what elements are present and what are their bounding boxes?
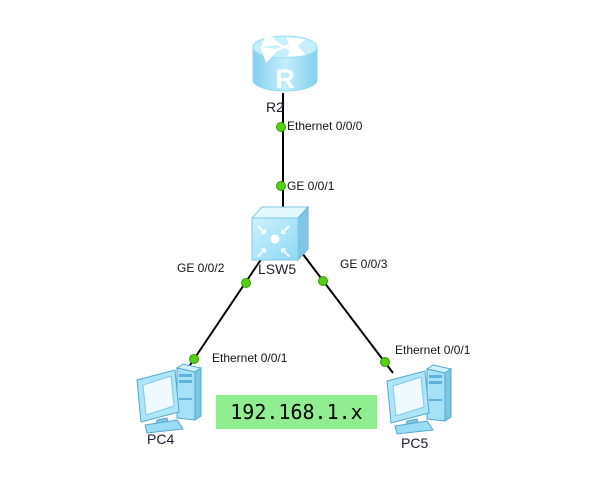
pc-icon[interactable] — [383, 361, 457, 435]
port-status-dot — [380, 357, 390, 367]
port-dots — [189, 122, 390, 367]
router-letter: R — [275, 64, 295, 94]
interface-label-pc4-ethernet-0-0-1: Ethernet 0/0/1 — [212, 351, 288, 365]
interface-label-ge-0-0-3: GE 0/0/3 — [340, 257, 388, 271]
port-status-dot — [318, 276, 328, 286]
switch-arrows-glyph: ↘ ↙ ↗ ↖ — [255, 221, 292, 262]
ip-annotation[interactable]: 192.168.1.x — [216, 395, 377, 429]
router-arrows-glyph — [260, 34, 306, 63]
port-status-dot — [189, 354, 199, 364]
port-status-dot — [276, 122, 286, 132]
interface-label-ethernet-0-0-0: Ethernet 0/0/0 — [287, 119, 363, 133]
pc-tower — [425, 364, 453, 422]
pc-icon[interactable] — [133, 360, 207, 434]
pc-monitor — [386, 370, 434, 435]
device-label-r2: R2 — [266, 99, 284, 115]
pc-monitor — [136, 369, 184, 434]
svg-text:↘: ↘ — [255, 221, 268, 239]
interface-label-ge-0-0-1: GE 0/0/1 — [287, 179, 335, 193]
device-label-pc5: PC5 — [401, 435, 429, 451]
device-label-pc4: PC4 — [147, 431, 175, 447]
svg-text:↙: ↙ — [279, 221, 292, 239]
device-label-lsw5: LSW5 — [258, 261, 297, 277]
port-status-dot — [241, 278, 251, 288]
router-icon[interactable]: R — [250, 34, 320, 94]
link-lsw5-pc5[interactable] — [301, 252, 394, 374]
switch-icon[interactable]: ↘ ↙ ↗ ↖ — [249, 202, 317, 264]
interface-label-ge-0-0-2: GE 0/0/2 — [177, 261, 225, 275]
svg-text:↗: ↗ — [255, 244, 268, 262]
svg-text:↖: ↖ — [279, 244, 292, 262]
port-status-dot — [276, 181, 286, 191]
interface-label-pc5-ethernet-0-0-1: Ethernet 0/0/1 — [395, 343, 471, 357]
pc-tower — [175, 363, 203, 421]
link-lsw5-pc4[interactable] — [183, 254, 265, 375]
